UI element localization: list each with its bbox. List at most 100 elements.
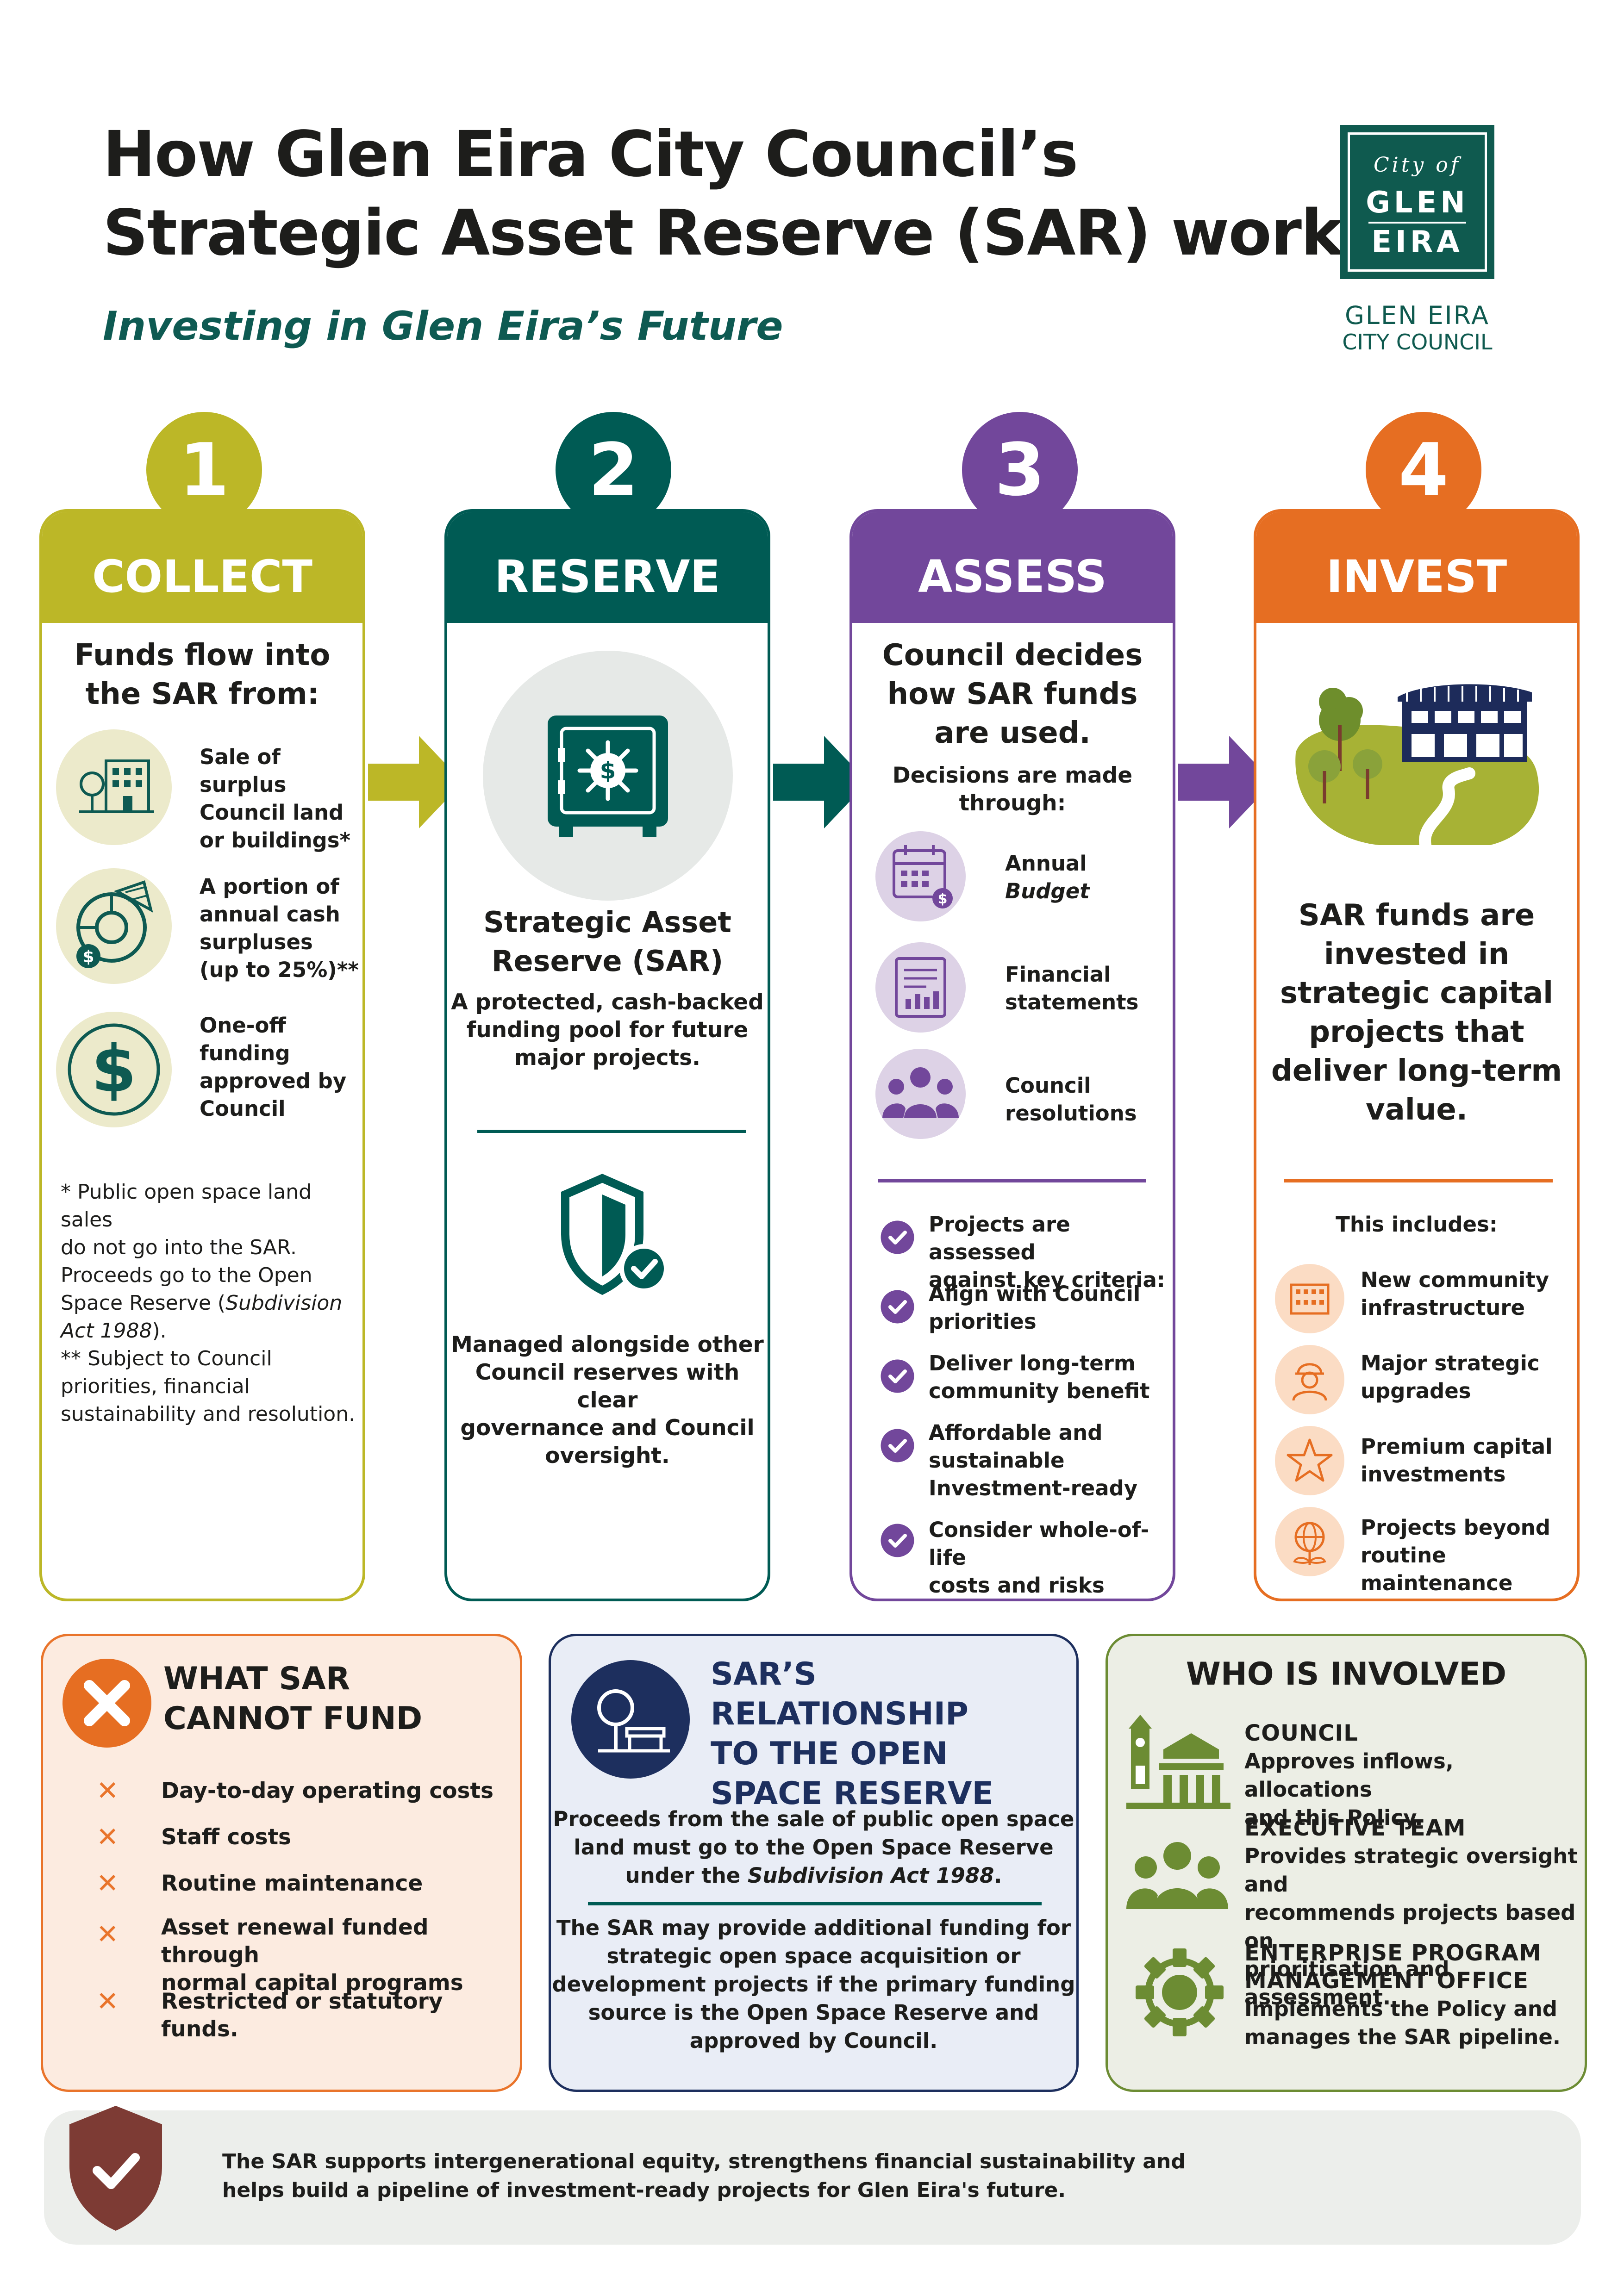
invest-item-2-line-2: upgrades	[1361, 1379, 1471, 1403]
source-3-line-4: Council	[200, 1096, 286, 1121]
open-space-title-line-2: TO THE OPEN	[711, 1736, 948, 1772]
footer-line-1: The SAR supports intergenerational equit…	[222, 2150, 1186, 2173]
role-1-desc-line-2: and this Policy.	[1244, 1805, 1423, 1830]
cross-icon: ✕	[96, 1918, 119, 1950]
open-space-p1-italic: Subdivision Act 1988	[747, 1863, 994, 1888]
managed-line-2: Council reserves with clear	[475, 1360, 740, 1413]
includes-label: This includes:	[1336, 1212, 1498, 1237]
note-1-line-3: Proceeds go to the Open	[61, 1263, 312, 1287]
invest-heading-line-5: deliver long-term	[1271, 1054, 1562, 1088]
source-1-line-2: Council land	[200, 800, 344, 825]
assess-heading-line-3: are used.	[934, 716, 1091, 750]
calendar-budget-icon: $	[875, 831, 966, 921]
decision-1-line-1: Annual	[1005, 851, 1087, 876]
decisions-line-2: through:	[959, 790, 1066, 816]
assess-divider	[878, 1179, 1146, 1182]
invest-card: INVEST SAR funds are invested in strateg…	[1254, 509, 1580, 1601]
reserve-divider	[477, 1130, 746, 1133]
decisions-line-1: Decisions are made	[892, 763, 1133, 788]
invest-item-4-line-1: Projects beyond	[1361, 1515, 1550, 1540]
source-2-line-3: surpluses	[200, 930, 313, 954]
gear-icon	[1131, 1944, 1228, 2041]
council-logo: City of GLEN EIRA	[1340, 125, 1494, 279]
source-2-line-1: A portion of	[200, 874, 339, 899]
who-involved-title: WHO IS INVOLVED	[1186, 1656, 1507, 1692]
cross-icon: ✕	[96, 1985, 119, 2017]
decision-3-line-2: resolutions	[1005, 1101, 1137, 1126]
cannot-fund-item-4-line-2: normal capital programs	[161, 1970, 463, 1996]
cross-icon: ✕	[96, 1867, 119, 1899]
source-3-line-2: funding	[200, 1041, 290, 1065]
assess-heading-line-1: Council decides	[882, 638, 1143, 672]
source-3-line-3: approved by	[200, 1069, 347, 1093]
star-icon	[1275, 1426, 1344, 1495]
invest-heading-line-4: projects that	[1309, 1015, 1524, 1049]
reserve-card: RESERVE $ Strategic Asset Reserve (SAR) …	[444, 509, 770, 1601]
role-3-desc-line-1: Implements the Policy and	[1244, 1997, 1557, 2021]
role-2-desc-line-1: Provides strategic oversight and	[1244, 1844, 1578, 1897]
park-bench-icon	[570, 1659, 691, 1780]
assess-heading-line-2: how SAR funds	[887, 677, 1138, 711]
note-1-italic: Subdivision	[225, 1291, 343, 1315]
check-icon	[880, 1289, 915, 1324]
criteria-5-line-2: costs and risks	[929, 1573, 1105, 1598]
sar-desc-line-1: A protected, cash-backed	[451, 989, 764, 1015]
page-title-line-1: How Glen Eira City Council’s	[103, 118, 1078, 191]
criteria-1-line-1: Projects are assessed	[929, 1212, 1070, 1264]
cannot-fund-title-line-1: WHAT SAR	[163, 1661, 350, 1697]
invest-item-3-line-1: Premium capital	[1361, 1434, 1553, 1459]
open-space-p1-line-3: under the	[625, 1863, 748, 1888]
invest-heading-line-2: invested in	[1324, 937, 1510, 971]
cannot-fund-item-1: Day-to-day operating costs	[161, 1778, 493, 1804]
arrow-collect-to-reserve	[368, 736, 463, 828]
invest-heading-line-3: strategic capital	[1280, 976, 1553, 1010]
financial-statement-icon	[875, 942, 966, 1033]
step-number-3: 3	[962, 412, 1078, 528]
council-group-icon	[875, 1049, 966, 1139]
logo-eira-text: EIRA	[1371, 225, 1463, 259]
footer-line-2: helps build a pipeline of investment-rea…	[222, 2178, 1066, 2202]
logo-name-line-2: CITY COUNCIL	[1342, 330, 1493, 355]
sar-desc-line-3: major projects.	[514, 1045, 700, 1070]
pie-chart-dollar-icon: $	[56, 868, 172, 984]
shield-check-icon	[60, 2101, 171, 2235]
dollar-icon: $	[56, 1012, 172, 1127]
managed-line-3: governance and Council	[460, 1415, 755, 1441]
criteria-4-line-2: sustainable	[929, 1448, 1065, 1473]
note-1-line-4: Space Reserve (	[61, 1291, 226, 1315]
check-icon	[880, 1428, 915, 1463]
note-1-tail: ).	[152, 1319, 167, 1343]
criteria-3-line-1: Deliver long-term	[929, 1351, 1136, 1375]
cannot-fund-box: WHAT SAR CANNOT FUND ✕ Day-to-day operat…	[41, 1634, 522, 2092]
open-space-title-line-1: SAR’S RELATIONSHIP	[711, 1656, 968, 1732]
community-building-icon	[1275, 1264, 1344, 1333]
role-3-title-line-2: MANAGEMENT OFFICE	[1244, 1968, 1529, 1994]
open-space-p1-line-1: Proceeds from the sale of public open sp…	[553, 1807, 1074, 1831]
collect-intro-line-1: Funds flow into	[74, 638, 331, 672]
arrow-reserve-to-assess	[773, 736, 868, 828]
open-space-p2-line-3: development projects if the primary fund…	[552, 1972, 1075, 1997]
step-number-4: 4	[1366, 412, 1481, 528]
collect-intro-line-2: the SAR from:	[85, 677, 319, 711]
page-title-line-2: Strategic Asset Reserve (SAR) works	[103, 197, 1379, 270]
invest-item-3-line-2: investments	[1361, 1462, 1506, 1487]
cannot-fund-item-5: Restricted or statutory funds.	[161, 1989, 443, 2042]
open-space-divider	[588, 1902, 1042, 1905]
cross-icon: ✕	[96, 1821, 119, 1853]
check-icon	[880, 1523, 915, 1558]
sar-heading-line-1: Strategic Asset	[483, 905, 731, 939]
step-number-1: 1	[146, 412, 262, 528]
who-involved-box: WHO IS INVOLVED COUNCIL Approves inflows…	[1106, 1634, 1587, 2092]
decision-2-line-1: Financial	[1005, 962, 1111, 987]
assess-card: ASSESS Council decides how SAR funds are…	[849, 509, 1175, 1601]
logo-city-text: City of	[1373, 153, 1462, 177]
logo-name-line-1: GLEN EIRA	[1345, 301, 1490, 330]
open-space-p2-line-1: The SAR may provide additional funding f…	[556, 1916, 1071, 1940]
open-space-p2-line-4: source is the Open Space Reserve and	[588, 2000, 1039, 2025]
note-1-line-1: * Public open space land sales	[61, 1180, 312, 1232]
note-1-line-2: do not go into the SAR.	[61, 1236, 297, 1259]
invest-item-2-line-1: Major strategic	[1361, 1351, 1540, 1375]
criteria-2-line-1: Align with Council	[929, 1282, 1141, 1306]
invest-header: INVEST	[1256, 512, 1577, 623]
building-tree-icon	[56, 729, 172, 845]
